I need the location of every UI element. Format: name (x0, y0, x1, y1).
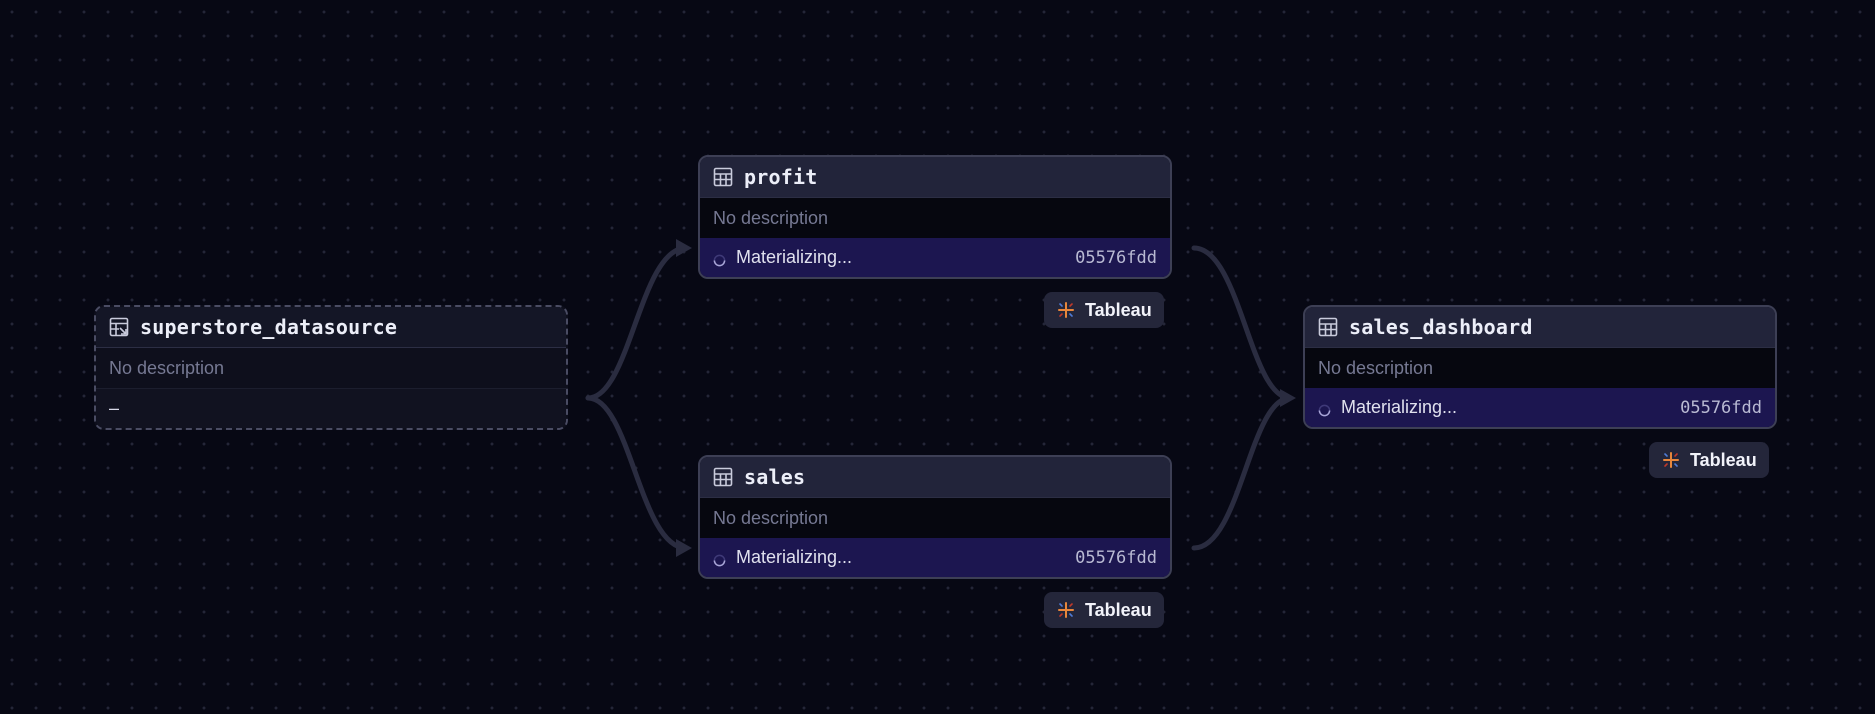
edge-datasource-to-profit (585, 245, 689, 401)
tableau-icon (1661, 450, 1681, 470)
node-status: Materializing... 05576fdd (700, 238, 1170, 277)
node-title: superstore_datasource (140, 315, 398, 339)
arrowhead-profit (676, 239, 692, 257)
node-status: Materializing... 05576fdd (700, 538, 1170, 577)
node-header: profit (700, 157, 1170, 198)
spinner-icon (713, 251, 726, 267)
status-label: Materializing... (736, 547, 853, 567)
badge-label: Tableau (1690, 449, 1757, 470)
edge-profit-to-dashboard (1191, 245, 1293, 401)
tableau-icon (1056, 300, 1076, 320)
node-status: Materializing... 05576fdd (1305, 388, 1775, 427)
table-source-icon (108, 316, 130, 338)
status-hash[interactable]: 05576fdd (1680, 397, 1762, 418)
node-title: profit (744, 165, 818, 189)
edge-sales-to-dashboard (1191, 395, 1293, 551)
tableau-badge-profit[interactable]: Tableau (1044, 292, 1164, 328)
table-grid-icon (712, 466, 734, 488)
node-description: No description (1305, 348, 1775, 388)
status-label: Materializing... (736, 247, 853, 267)
edge-datasource-to-sales (585, 395, 689, 551)
status-hash[interactable]: 05576fdd (1075, 547, 1157, 568)
node-header: superstore_datasource (96, 307, 566, 348)
table-grid-icon (712, 166, 734, 188)
status-hash[interactable]: 05576fdd (1075, 247, 1157, 268)
node-header: sales_dashboard (1305, 307, 1775, 348)
node-title: sales (744, 465, 806, 489)
node-sales[interactable]: sales No description Materializing... 05… (698, 455, 1172, 579)
node-header: sales (700, 457, 1170, 498)
node-title: sales_dashboard (1349, 315, 1533, 339)
node-description: No description (700, 498, 1170, 538)
node-sales-dashboard[interactable]: sales_dashboard No description Materiali… (1303, 305, 1777, 429)
node-superstore-datasource[interactable]: superstore_datasource No description – (94, 305, 568, 430)
node-description: No description (96, 348, 566, 389)
status-placeholder: – (109, 398, 120, 418)
node-profit[interactable]: profit No description Materializing... 0… (698, 155, 1172, 279)
node-status: – (96, 389, 566, 428)
spinner-icon (713, 551, 726, 567)
table-grid-icon (1317, 316, 1339, 338)
status-label: Materializing... (1341, 397, 1458, 417)
node-description: No description (700, 198, 1170, 238)
arrowhead-dashboard (1280, 389, 1296, 407)
tableau-badge-sales-dashboard[interactable]: Tableau (1649, 442, 1769, 478)
spinner-icon (1318, 401, 1331, 417)
tableau-icon (1056, 600, 1076, 620)
tableau-badge-sales[interactable]: Tableau (1044, 592, 1164, 628)
arrowhead-sales (676, 539, 692, 557)
badge-label: Tableau (1085, 299, 1152, 320)
badge-label: Tableau (1085, 599, 1152, 620)
